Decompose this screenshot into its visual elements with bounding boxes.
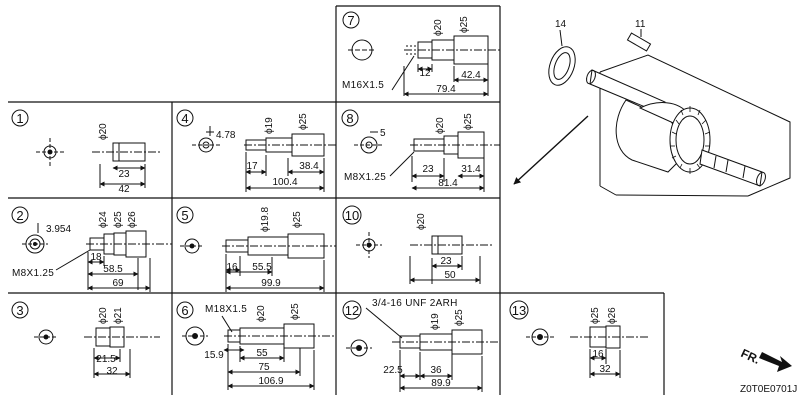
dimension-label: 81.4 [438,178,458,189]
dimension-label: 15.9 [204,350,224,361]
side-dimension: 4.78 [216,130,236,141]
dimension-label: 106.9 [258,376,283,387]
dimension-label: 55 [256,348,268,359]
diameter-label: ϕ20 [435,117,446,134]
dimension-label: 18 [90,252,102,263]
diameter-label: ϕ25 [463,113,474,130]
thread-label: M8X1.25 [344,172,386,183]
dimension-label: 12 [419,68,431,79]
diameter-label: ϕ20 [98,307,109,324]
diameter-label: ϕ26 [127,211,138,228]
dimension-label: 50 [444,270,456,281]
panel-grid [8,5,665,395]
dimension-label: 22.5 [383,365,403,376]
panel-number: 8 [346,111,353,126]
dimension-label: 100.4 [272,177,297,188]
diameter-label: ϕ26 [607,307,618,324]
dimension-label: 16 [226,262,238,273]
diameter-label: ϕ25 [298,113,309,130]
panel-5: 5 ϕ19.8 ϕ25 16 55.5 99.9 [176,206,336,292]
dimension-label: 79.4 [436,84,456,95]
diameter-label: ϕ20 [416,213,427,230]
dimension-label: 42 [118,184,130,195]
panel-number: 12 [345,303,359,318]
front-direction-arrow: FR. [739,346,792,372]
diameter-label: ϕ21 [113,307,124,324]
panel-number: 13 [512,303,526,318]
dimension-label: 55.5 [252,262,272,273]
dimension-label: 32 [106,366,118,377]
diameter-label: ϕ24 [98,211,109,228]
panel-10: 10 ϕ20 23 50 [342,205,494,284]
diameter-label: ϕ19 [264,117,275,134]
panel-number: 1 [16,111,23,126]
diameter-label: ϕ25 [113,211,124,228]
panel-number: 6 [181,303,188,318]
dimension-label: 32 [599,364,611,375]
dimension-label: 58.5 [103,264,123,275]
diameter-label: ϕ25 [590,307,601,324]
panel-number: 7 [347,13,354,28]
panel-13: 13 ϕ25 ϕ26 16 32 [509,300,650,378]
diameter-label: ϕ25 [459,16,470,33]
panel-4: 4 4.78 ϕ19 ϕ25 17 38.4 100.4 [176,109,336,192]
panel-6: 6 ϕ20 ϕ25 M18X1.5 15.9 55 75 106.9 [176,301,336,390]
dimension-label: 23 [118,169,130,180]
dimension-label: 36 [430,365,442,376]
thread-label: 3/4-16 UNF 2ARH [372,298,458,309]
panel-number: 5 [181,208,188,223]
diameter-label: ϕ19.8 [260,206,271,232]
panel-number: 10 [345,208,359,223]
dimension-label: 99.9 [261,278,281,289]
part-number: 11 [635,19,646,30]
panel-number: 3 [16,303,23,318]
panel-2: 2 3.954 ϕ24 ϕ25 ϕ26 18 58.5 69 M8X1.25 [11,206,172,292]
washer-part [548,46,576,86]
panel-number: 2 [16,208,23,223]
dimension-label: 17 [246,161,258,172]
side-dimension: 3.954 [46,224,71,235]
panel-8: 8 5 ϕ20 ϕ25 23 31.4 81.4 M8X1.25 [341,109,500,192]
thread-label: M18X1.5 [205,304,247,315]
thread-label: M8X1.25 [12,268,54,279]
diameter-label: ϕ25 [292,211,303,228]
diameter-label: ϕ25 [454,309,465,326]
leader-arrow [513,115,589,185]
panel-12: 12 3/4-16 UNF 2ARH ϕ19 ϕ25 22.5 36 89.9 [342,298,500,392]
dimension-label: 69 [112,278,124,289]
panel-7: 7 ϕ20 ϕ25 12 42.4 79.4 M16X1.5 [342,11,500,97]
panel-number: 4 [181,111,188,126]
thread-label: M16X1.5 [342,80,384,91]
diameter-label: ϕ20 [256,305,267,322]
dimension-label: 16 [592,349,604,360]
dimension-label: 75 [258,362,270,373]
diameter-label: ϕ19 [430,313,441,330]
dimension-label: 42.4 [461,70,481,81]
dimension-label: 21.5 [96,354,116,365]
dimension-label: 38.4 [299,161,319,172]
dimension-label: 23 [440,256,452,267]
diameter-label: ϕ25 [290,303,301,320]
shaft-end [404,35,500,65]
panel-3: 3 ϕ20 ϕ21 21.5 32 [11,301,160,378]
key-part [626,32,652,52]
panel-1: 1 ϕ20 23 42 [11,109,160,195]
diameter-label: ϕ20 [98,123,109,140]
drawing-code: Z0T0E0701J [740,384,797,395]
direction-label: FR. [739,346,762,367]
dimension-label: 23 [422,164,434,175]
part-number: 14 [555,19,567,30]
dimension-label: 89.9 [431,378,451,389]
crankshaft-illustration [548,29,791,197]
diameter-label: ϕ20 [433,19,444,36]
dimension-label: 31.4 [461,164,481,175]
side-dimension: 5 [380,128,386,139]
